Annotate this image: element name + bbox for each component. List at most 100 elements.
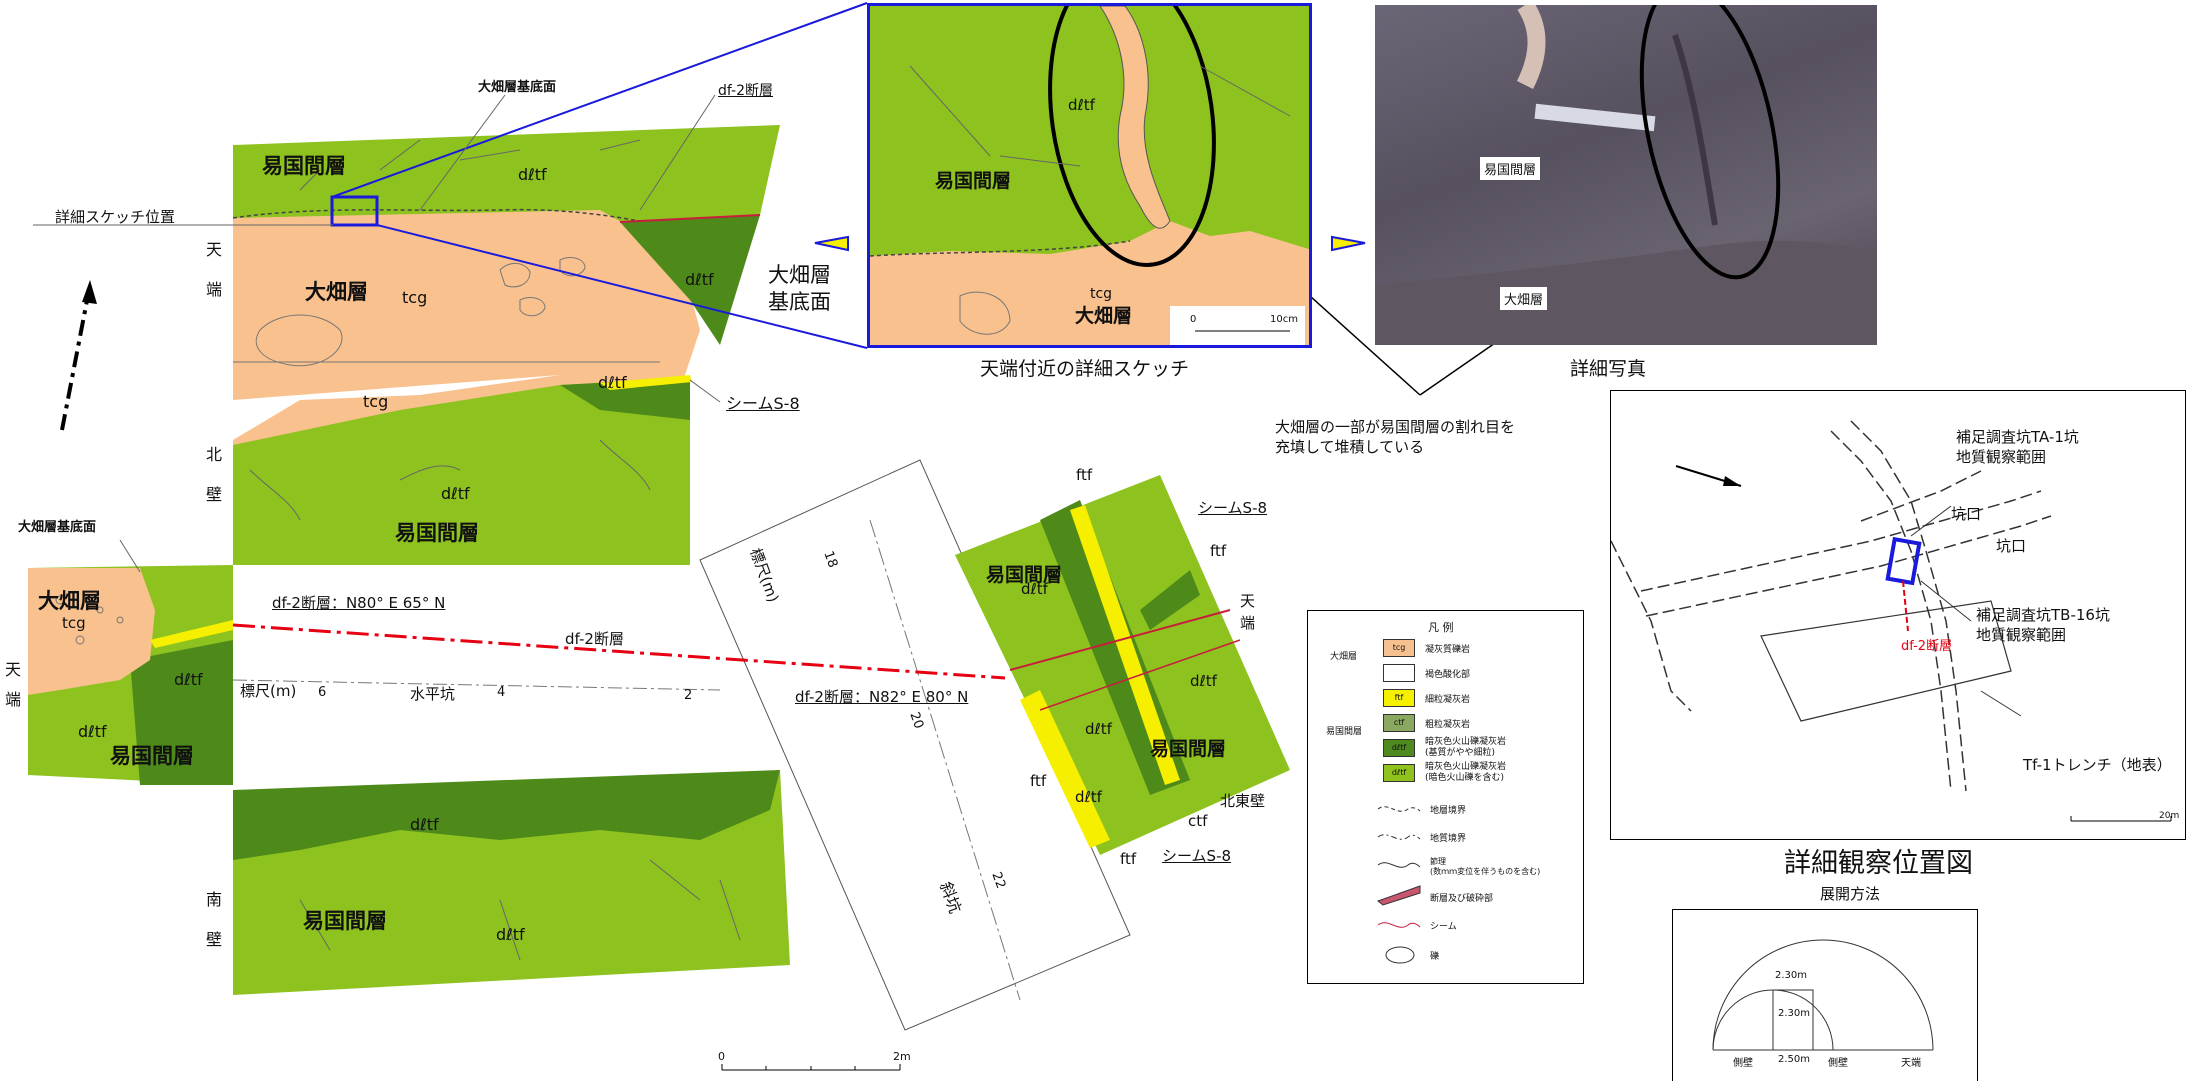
bottom-scalebar [721, 1064, 901, 1071]
tenkai-230a: 2.30m [1775, 970, 1808, 981]
legend-text-tcg: 凝灰質礫岩 [1425, 645, 1471, 655]
ekkoku-label-5: 易国間層 [986, 564, 1063, 586]
legend-item-dltf-dark: dℓtf 暗灰色火山礫凝灰岩 (基質がやや細粒) [1383, 737, 1506, 758]
ekkoku-label-6: 易国間層 [1150, 738, 1227, 760]
seam-s8-label-3: シームS-8 [1162, 847, 1232, 865]
dltf-label-9: dℓtf [1021, 580, 1048, 598]
loc-df2-label: df-2断層 [1901, 639, 1953, 654]
loc-caption: 詳細観察位置図 [1784, 848, 1973, 879]
legend-line-symbols [1376, 806, 1421, 964]
legend-line-3: 節理 (数ｍｍ変位を伴うものを含む) [1430, 857, 1541, 876]
legend-item-dltf-light: dℓtf 暗灰色火山礫凝灰岩 (暗色火山礫を含む) [1383, 762, 1506, 783]
dltf-label-5: dℓtf [174, 670, 203, 689]
legend-item-ftf: ftf 細粒凝灰岩 [1383, 689, 1470, 707]
tick-6: 6 [318, 685, 327, 700]
nanpeki-label: 南 壁 [206, 890, 223, 949]
dltf-label-8: dℓtf [496, 925, 525, 944]
ftf-label-3: ftf [1030, 772, 1047, 790]
tcg-label-1: tcg [402, 288, 428, 307]
dltf-label-10: dℓtf [1190, 672, 1217, 690]
df2-fault-line [232, 623, 1006, 680]
tenkai-sokuheki1: 側壁 [1733, 1058, 1753, 1069]
south-wall-panel [233, 770, 790, 995]
legend-line-1: 地層境界 [1430, 806, 1467, 816]
dltf-label-2: dℓtf [685, 270, 714, 289]
legend-swatch-tcg: tcg [1383, 639, 1415, 657]
legend-text-oxidized: 褐色酸化部 [1425, 670, 1471, 680]
tcg-label-3: tcg [62, 614, 86, 632]
dltf-label-6: dℓtf [78, 722, 107, 741]
left-tenbata-panel [28, 565, 233, 785]
legend-swatch-dltf-light: dℓtf [1383, 764, 1415, 782]
seam-s8-label-2: シームS-8 [1198, 499, 1268, 517]
scale-label: 標尺(m) [240, 682, 297, 700]
annotation-text: 大畑層の一部が易国間層の割れ目を 充填して堆積している [1275, 418, 1516, 456]
ohata-base-left-label: 大畑層基底面 [18, 520, 97, 535]
ftf-label-2: ftf [1210, 542, 1227, 560]
legend-text-dltf-dark: 暗灰色火山礫凝灰岩 (基質がやや細粒) [1425, 737, 1507, 758]
tenkai-sokuheki2: 側壁 [1828, 1058, 1848, 1069]
df2-mid-label: df-2断層 [565, 630, 624, 648]
tenkai-230b: 2.30m [1778, 1008, 1811, 1019]
tenbata-left-label: 天 端 [206, 240, 223, 299]
ekkoku-label-3: 易国間層 [110, 744, 194, 768]
sketch-ohata-label: 大畑層 [1075, 305, 1133, 327]
kitakabe-label: 北 壁 [206, 445, 223, 504]
bottom-scale-2m: 2m [893, 1050, 911, 1063]
sketch-scale-10: 10cm [1270, 314, 1298, 325]
suihei-label: 水平坑 [410, 685, 456, 703]
tenkai-tenbata: 天端 [1901, 1058, 1921, 1069]
ctf-label: ctf [1188, 812, 1208, 830]
tenbata-side-label: 天 端 [5, 660, 22, 709]
dltf-label-7: dℓtf [410, 815, 439, 834]
sketch-position-label: 詳細スケッチ位置 [55, 208, 176, 226]
ftf-label-4: ftf [1120, 850, 1137, 868]
legend-swatch-ftf: ftf [1383, 689, 1415, 707]
ekkoku-label-1: 易国間層 [262, 154, 346, 178]
ceiling-panel [232, 125, 780, 565]
tenkai-diagram: 2.30m 2.30m 2.50m 側壁 側壁 天端 [1672, 909, 1978, 1081]
ohata-base-top-label: 大畑層基底面 [478, 80, 557, 95]
ohata-label-1: 大畑層 [305, 280, 368, 304]
legend-line-2: 地質境界 [1430, 834, 1467, 844]
legend-text-dltf-light: 暗灰色火山礫凝灰岩 (暗色火山礫を含む) [1425, 762, 1507, 783]
legend-item-oxidized: 褐色酸化部 [1383, 664, 1470, 682]
tenkai-caption: 展開方法 [1820, 885, 1881, 903]
location-map: 補足調査坑TA-1坑 地質観察範囲 坑口 坑口 補足調査坑TB-16坑 地質観察… [1610, 390, 2186, 840]
df2-fault-top-label: df-2断層 [718, 83, 774, 99]
legend-group-ekkoku: 易国間層 [1326, 727, 1363, 737]
legend-item-tcg: tcg 凝灰質礫岩 [1383, 639, 1470, 657]
tick-2: 2 [684, 688, 693, 703]
legend-swatch-oxidized [1383, 664, 1415, 682]
loc-koguchi2-label: 坑口 [1996, 537, 2027, 555]
loc-koguchi1-label: 坑口 [1951, 505, 1982, 523]
legend-line-4: 断層及び破砕部 [1430, 894, 1494, 904]
north-arrow [60, 280, 97, 431]
bottom-scale-0: 0 [718, 1050, 725, 1063]
dltf-label-3: dℓtf [598, 373, 627, 392]
sketch-scale-0: 0 [1190, 314, 1197, 325]
legend-item-ctf: ctf 粗粒凝灰岩 [1383, 714, 1470, 732]
legend-box: 凡 例 大畑層 易国間層 tcg 凝灰質礫岩 褐色酸化部 ftf 細粒凝灰岩 c… [1307, 610, 1584, 984]
hokutouheki-label: 北東壁 [1220, 792, 1266, 810]
dltf-label-1: dℓtf [518, 165, 547, 184]
df2-strike-label-1: df-2断層：N80° E 65° N [272, 594, 446, 612]
dltf-label-12: dℓtf [1075, 788, 1102, 806]
legend-line-5: シーム [1430, 922, 1457, 932]
ohata-label-2: 大畑層 [38, 589, 101, 613]
photo-caption: 詳細写真 [1570, 358, 1647, 380]
detail-photo: 易国間層 大畑層 [1375, 5, 1877, 345]
tcg-label-2: tcg [363, 392, 389, 411]
photo-ohata-label: 大畑層 [1500, 287, 1548, 310]
shakou-panel [699, 459, 1131, 1031]
loc-trench-label: Tf-1トレンチ（地表） [2023, 756, 2172, 774]
df2-strike-label-2: df-2断層：N82° E 80° N [795, 688, 969, 706]
dltf-label-4: dℓtf [441, 484, 470, 503]
sketch-ekkoku-label: 易国間層 [935, 170, 1012, 192]
detail-sketch: 易国間層 dℓtf 大畑層 tcg 0 10cm [867, 3, 1312, 348]
legend-text-ftf: 細粒凝灰岩 [1425, 695, 1471, 705]
sketch-tcg-label: tcg [1090, 286, 1113, 302]
photo-ekkoku-label: 易国間層 [1480, 157, 1541, 180]
loc-scale-label: 20m [2159, 811, 2180, 821]
ohata-base-mid-label: 大畑層 基底面 [768, 263, 831, 314]
